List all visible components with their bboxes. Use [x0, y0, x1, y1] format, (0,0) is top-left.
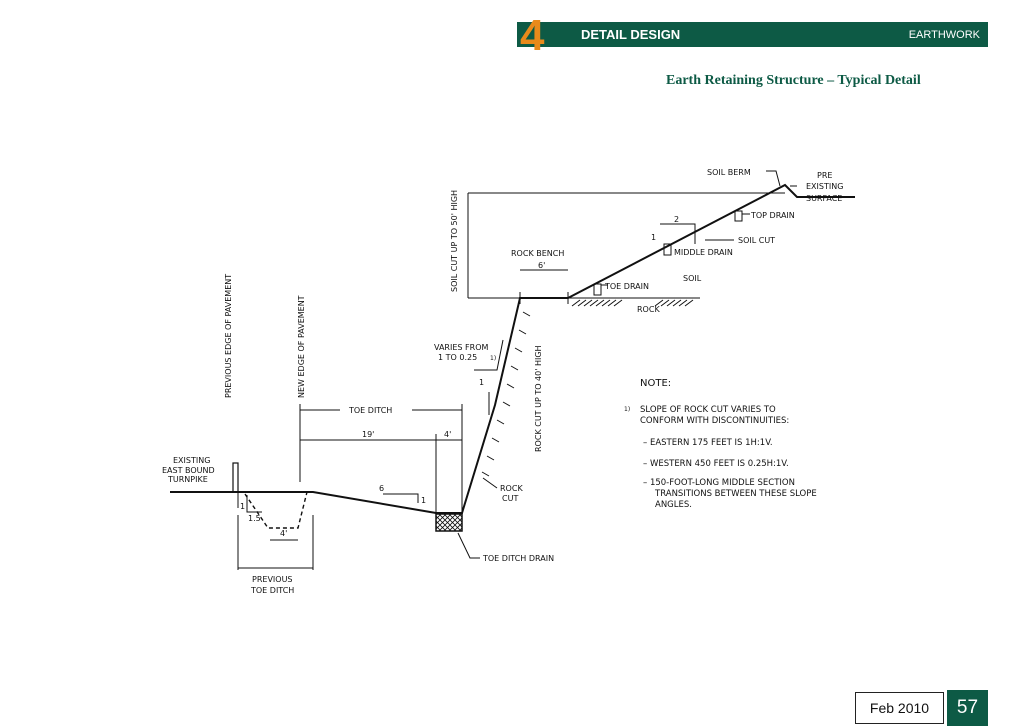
leaders — [457, 170, 797, 559]
note-line2: CONFORM WITH DISCONTINUITIES: — [640, 416, 789, 426]
label-surface: SURFACE — [806, 194, 842, 203]
note-bullet3-2: TRANSITIONS BETWEEN THESE SLOPE — [654, 489, 817, 499]
header-title: DETAIL DESIGN — [581, 27, 681, 42]
label-dim-19: 19' — [362, 430, 374, 439]
label-toe-ditch-drain: TOE DITCH DRAIN — [482, 554, 554, 563]
label-rock-cut-height: ROCK CUT UP TO 40' HIGH — [534, 345, 543, 452]
slope-1-rock: 1 — [479, 378, 484, 387]
label-pre: PRE — [817, 171, 832, 180]
note-heading: NOTE: — [640, 378, 671, 389]
slope-1-soil: 1 — [651, 233, 656, 242]
page-number: 57 — [947, 690, 988, 726]
label-new-edge: NEW EDGE OF PAVEMENT — [297, 295, 306, 398]
label-toe-drain: TOE DRAIN — [604, 282, 649, 291]
note-bullet3-1: – 150-FOOT-LONG MIDDLE SECTION — [643, 478, 795, 488]
note-bullet3-3: ANGLES. — [655, 500, 692, 510]
label-varies-1: VARIES FROM — [434, 343, 488, 352]
label-existing: EXISTING — [806, 182, 843, 191]
ground-profile — [170, 183, 855, 514]
drains — [593, 210, 743, 296]
slope-2: 2 — [674, 215, 679, 224]
dimension-lines — [237, 192, 785, 570]
label-toe-ditch: TOE DITCH — [348, 406, 392, 415]
label-varies-sup: 1) — [490, 355, 496, 362]
label-middle-drain: MIDDLE DRAIN — [674, 248, 733, 257]
label-previous-edge: PREVIOUS EDGE OF PAVEMENT — [224, 274, 233, 398]
label-bench-width: 6' — [538, 261, 545, 270]
label-previous-toe-2: TOE DITCH — [250, 586, 294, 595]
label-rock-cut-2: CUT — [502, 494, 518, 503]
label-previous-toe-1: PREVIOUS — [252, 575, 293, 584]
label-rock: ROCK — [637, 305, 660, 314]
slope-1-prev: 1 — [240, 502, 245, 511]
road-marker — [232, 462, 239, 493]
rock-hatch — [481, 311, 531, 477]
toe-ditch-drain-box — [435, 513, 463, 532]
footer-date: Feb 2010 — [855, 692, 944, 724]
label-soil: SOIL — [683, 274, 702, 283]
slope-triangles — [246, 223, 696, 513]
label-soil-cut-height: SOIL CUT UP TO 50' HIGH — [450, 190, 459, 292]
slope-1-road: 1 — [421, 496, 426, 505]
label-existing-road-2: EAST BOUND — [162, 466, 215, 475]
rock-ground-hatch — [568, 297, 700, 307]
page-subtitle: Earth Retaining Structure – Typical Deta… — [666, 73, 921, 88]
label-soil-cut: SOIL CUT — [738, 236, 775, 245]
label-rock-cut-1: ROCK — [500, 484, 523, 493]
header-section: EARTHWORK — [908, 29, 980, 41]
label-existing-road-1: EXISTING — [173, 456, 210, 465]
label-existing-road-3: TURNPIKE — [167, 475, 208, 484]
label-rock-bench: ROCK BENCH — [511, 249, 564, 258]
label-top-drain: TOP DRAIN — [750, 211, 795, 220]
label-varies-2: 1 TO 0.25 — [438, 353, 477, 362]
label-soil-berm: SOIL BERM — [707, 168, 751, 177]
note-bullet1: – EASTERN 175 FEET IS 1H:1V. — [643, 438, 773, 448]
previous-toe-ditch — [244, 491, 308, 529]
note-bullet2: – WESTERN 450 FEET IS 0.25H:1V. — [643, 459, 789, 469]
header-bar: DETAIL DESIGN EARTHWORK — [517, 22, 988, 47]
slope-1-5: 1.5 — [248, 514, 261, 523]
chapter-number: 4 — [520, 11, 545, 60]
note-block: NOTE: 1) SLOPE OF ROCK CUT VARIES TO CON… — [624, 378, 817, 510]
note-line1: SLOPE OF ROCK CUT VARIES TO — [640, 405, 776, 415]
slope-6: 6 — [379, 484, 384, 493]
note-marker: 1) — [624, 406, 630, 413]
label-dim-4-prev: 4' — [280, 529, 287, 538]
label-dim-4-ditch: 4' — [444, 430, 451, 439]
